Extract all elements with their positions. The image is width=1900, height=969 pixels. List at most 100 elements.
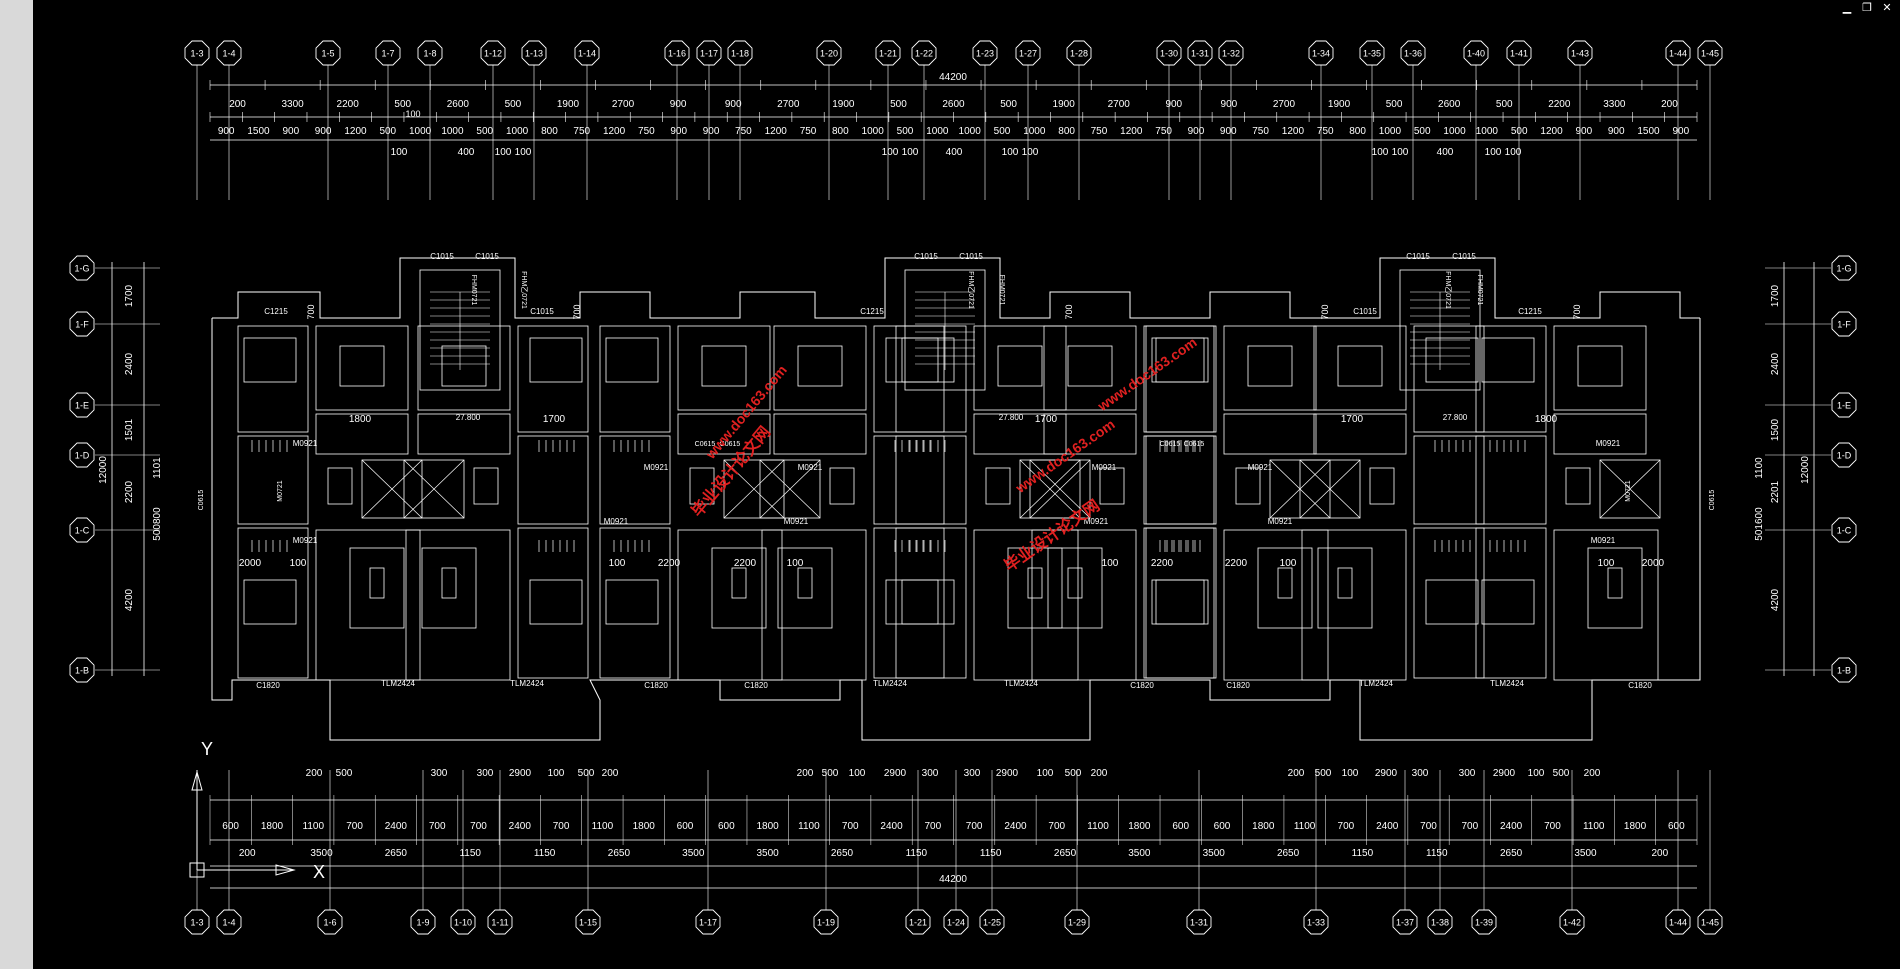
- axis-bubble: [1697, 40, 1723, 66]
- dining-area: [417, 413, 511, 455]
- bottom-dimension-row3: 1150: [459, 848, 481, 859]
- room-dimension: 700: [306, 304, 316, 319]
- dining-area: [315, 413, 409, 455]
- bathroom-room: [237, 435, 309, 525]
- bed-furniture: [1425, 337, 1479, 383]
- axis-bubble: [574, 40, 600, 66]
- axis-bubble: [69, 657, 95, 683]
- bedroom-room: [1145, 527, 1217, 679]
- bed-furniture: [529, 579, 583, 625]
- bottom-dimension-row1: 300: [922, 768, 939, 779]
- minimize-icon[interactable]: ▁: [1842, 1, 1852, 14]
- top-dimension-row1: 900: [725, 99, 742, 110]
- living-room: [1553, 529, 1659, 681]
- close-icon[interactable]: ✕: [1882, 1, 1892, 14]
- bottom-dimension-row3: 3500: [1128, 848, 1151, 859]
- window-tag-C1015: C1015: [1406, 252, 1430, 261]
- bottom-axis-label-1-25: 1-25: [983, 918, 1001, 928]
- room-dimension: 100: [609, 558, 626, 569]
- axis-bubble: [972, 40, 998, 66]
- kitchen-counter: [1337, 345, 1383, 387]
- left-side-dimension: 500800: [152, 507, 163, 541]
- bottom-dimension-row2: 700: [1338, 821, 1355, 832]
- bottom-dimension-row2: 600: [1668, 821, 1685, 832]
- right-axis-label-1-F: 1-F: [1837, 320, 1851, 330]
- dwelling-unit-6: [1029, 325, 1215, 681]
- bedroom-room: [1475, 527, 1547, 679]
- dwelling-unit-9: [1475, 325, 1661, 681]
- top-axis-label-1-7: 1-7: [381, 49, 394, 59]
- bedroom-room: [1413, 527, 1485, 679]
- door-tag-TLM2424: TLM2424: [1490, 679, 1524, 688]
- axis-bubble: [1392, 909, 1418, 935]
- bottom-axis-label-1-24: 1-24: [947, 918, 965, 928]
- room-dimension: 2000: [239, 558, 262, 569]
- axis-bubble: [216, 909, 242, 935]
- top-dimension-row2: 1000: [862, 126, 885, 137]
- door-tag-TLM2424: TLM2424: [510, 679, 544, 688]
- door-tag-M0921: M0921: [1092, 463, 1117, 472]
- dwelling-unit-3: [599, 325, 785, 681]
- axis-bubble: [905, 909, 931, 935]
- bottom-dimension-row2: 1800: [633, 821, 656, 832]
- bedroom-room: [1145, 325, 1217, 433]
- top-axis-label-1-16: 1-16: [668, 49, 686, 59]
- top-dimension-row1: 500: [1386, 99, 1403, 110]
- axis-bubble: [1218, 40, 1244, 66]
- top-dimension-row1: 900: [1165, 99, 1182, 110]
- top-axis-label-1-20: 1-20: [820, 49, 838, 59]
- right-dimension: 2400: [1770, 352, 1781, 375]
- window-tag-side-C0615: C0615: [1709, 490, 1716, 511]
- axis-bubble: [1665, 40, 1691, 66]
- top-dimension-row3: 100: [882, 147, 899, 158]
- door-tag-M0921: M0921: [1248, 463, 1273, 472]
- dining-table: [1235, 467, 1261, 505]
- left-axis-label-1-G: 1-G: [74, 264, 89, 274]
- bottom-dimension-row1: 100: [849, 768, 866, 779]
- dwelling-unit-4: [759, 325, 945, 681]
- dining-area: [1043, 413, 1137, 455]
- elevator-shaft: [1599, 459, 1661, 519]
- door-tag-M0921: M0921: [784, 517, 809, 526]
- left-dimension: 4200: [124, 588, 135, 611]
- bottom-dimension-row3: 1150: [906, 848, 928, 859]
- door-tag-M0721: M0721: [277, 480, 284, 502]
- axis-bubble: [664, 40, 690, 66]
- dining-table: [829, 467, 855, 505]
- door-tag-TLM2424: TLM2424: [1359, 679, 1393, 688]
- left-dimension: 2400: [124, 352, 135, 375]
- top-dimension-row1: 500: [890, 99, 907, 110]
- kitchen-counter: [701, 345, 747, 387]
- bedroom-room: [895, 325, 967, 433]
- bottom-dimension-row3: 3500: [1574, 848, 1597, 859]
- bottom-dimension-row2: 600: [677, 821, 694, 832]
- bottom-dimension-row3: 1150: [534, 848, 556, 859]
- window-tag-C1015: C1015: [530, 307, 554, 316]
- door-tag-FHM: FHM乙0721: [1444, 271, 1452, 309]
- window-tag-C1015: C1015: [1353, 307, 1377, 316]
- room-dimension: 700: [1320, 304, 1330, 319]
- window-tag-side-C0615: C0615: [198, 490, 205, 511]
- dwelling-unit-8: [1299, 325, 1485, 681]
- top-dimension-row2: 750: [1091, 126, 1108, 137]
- living-room: [315, 529, 421, 681]
- top-dimension-row1: 3300: [1603, 99, 1626, 110]
- bottom-axis-label-1-9: 1-9: [416, 918, 429, 928]
- top-dimension-row2: 750: [573, 126, 590, 137]
- restore-icon[interactable]: ❐: [1862, 1, 1872, 14]
- door-tag-FHM0721: FHM0721: [470, 275, 477, 306]
- top-dimension-row1: 2700: [777, 99, 800, 110]
- top-axis-label-1-14: 1-14: [578, 49, 596, 59]
- dining-table: [985, 467, 1011, 505]
- axis-bubble: [521, 40, 547, 66]
- bottom-dimension-row2: 700: [966, 821, 983, 832]
- dwelling-unit-1: [237, 325, 423, 681]
- top-dimension-row1: 900: [1221, 99, 1238, 110]
- bottom-dimension-row2: 1800: [757, 821, 780, 832]
- top-axis-label-1-41: 1-41: [1510, 49, 1528, 59]
- bottom-dimension-row1: 2900: [509, 768, 532, 779]
- dining-area: [677, 413, 771, 455]
- stair-core: [419, 269, 501, 391]
